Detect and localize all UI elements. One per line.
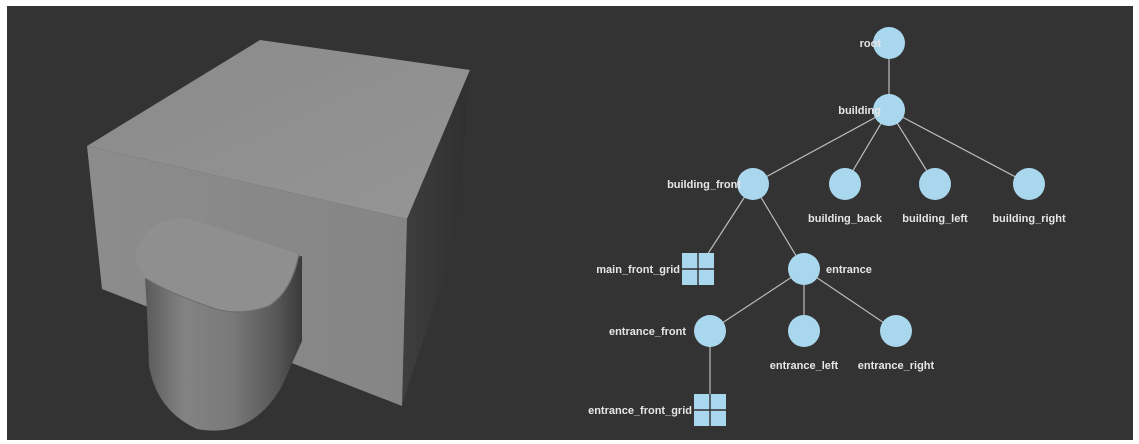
tree-node-entrance[interactable]: entrance: [788, 253, 872, 285]
tree-node-building_back[interactable]: building_back: [808, 168, 883, 225]
tree-node-building_left[interactable]: building_left: [902, 168, 968, 225]
node-label-root: root: [860, 38, 882, 50]
tree-edge-building_front-to-entrance: [752, 183, 805, 270]
tree-node-building[interactable]: building: [838, 94, 905, 126]
node-label-building: building: [838, 105, 881, 117]
entrance-cylinder-rim: [144, 253, 300, 313]
tree-node-root[interactable]: root: [860, 27, 905, 59]
node-label-entrance_left: entrance_left: [770, 360, 839, 372]
node-circle-icon: [788, 315, 820, 347]
building-top-face: [87, 40, 470, 219]
node-circle-icon: [880, 315, 912, 347]
node-circle-icon: [694, 315, 726, 347]
node-label-entrance_front_grid: entrance_front_grid: [588, 405, 692, 417]
node-label-entrance: entrance: [826, 264, 872, 276]
tree-edge-building-to-building_right: [888, 109, 1030, 185]
node-circle-icon: [873, 27, 905, 59]
building-render: [87, 40, 470, 431]
node-label-building_left: building_left: [902, 213, 968, 225]
tree-node-building_right[interactable]: building_right: [992, 168, 1066, 225]
tree-edge-entrance-to-entrance_right: [803, 268, 897, 332]
node-circle-icon: [788, 253, 820, 285]
node-label-entrance_front: entrance_front: [609, 326, 686, 338]
node-circle-icon: [919, 168, 951, 200]
tree-edge-building-to-building_front: [752, 109, 890, 185]
scene-hierarchy-tree: root building building_front building_back b…: [588, 27, 1066, 426]
tree-node-building_front[interactable]: building_front: [667, 168, 769, 200]
node-circle-icon: [737, 168, 769, 200]
tree-node-main_front_grid[interactable]: main_front_grid: [596, 253, 714, 285]
node-circle-icon: [873, 94, 905, 126]
building-right-face: [402, 70, 470, 406]
node-label-building_right: building_right: [992, 213, 1066, 225]
tree-node-entrance_front_grid[interactable]: entrance_front_grid: [588, 394, 726, 426]
node-circle-icon: [1013, 168, 1045, 200]
tree-edge-entrance-to-entrance_front: [709, 268, 805, 332]
tree-node-entrance_right[interactable]: entrance_right: [858, 315, 935, 372]
node-circle-icon: [829, 168, 861, 200]
node-label-entrance_right: entrance_right: [858, 360, 935, 372]
tree-node-entrance_left[interactable]: entrance_left: [770, 315, 839, 372]
node-label-building_front: building_front: [667, 179, 741, 191]
figure-panel: root building building_front building_back b…: [7, 6, 1133, 440]
tree-node-entrance_front[interactable]: entrance_front: [609, 315, 726, 347]
node-label-main_front_grid: main_front_grid: [596, 264, 680, 276]
entrance-cylinder-top: [135, 217, 299, 312]
node-label-building_back: building_back: [808, 213, 883, 225]
